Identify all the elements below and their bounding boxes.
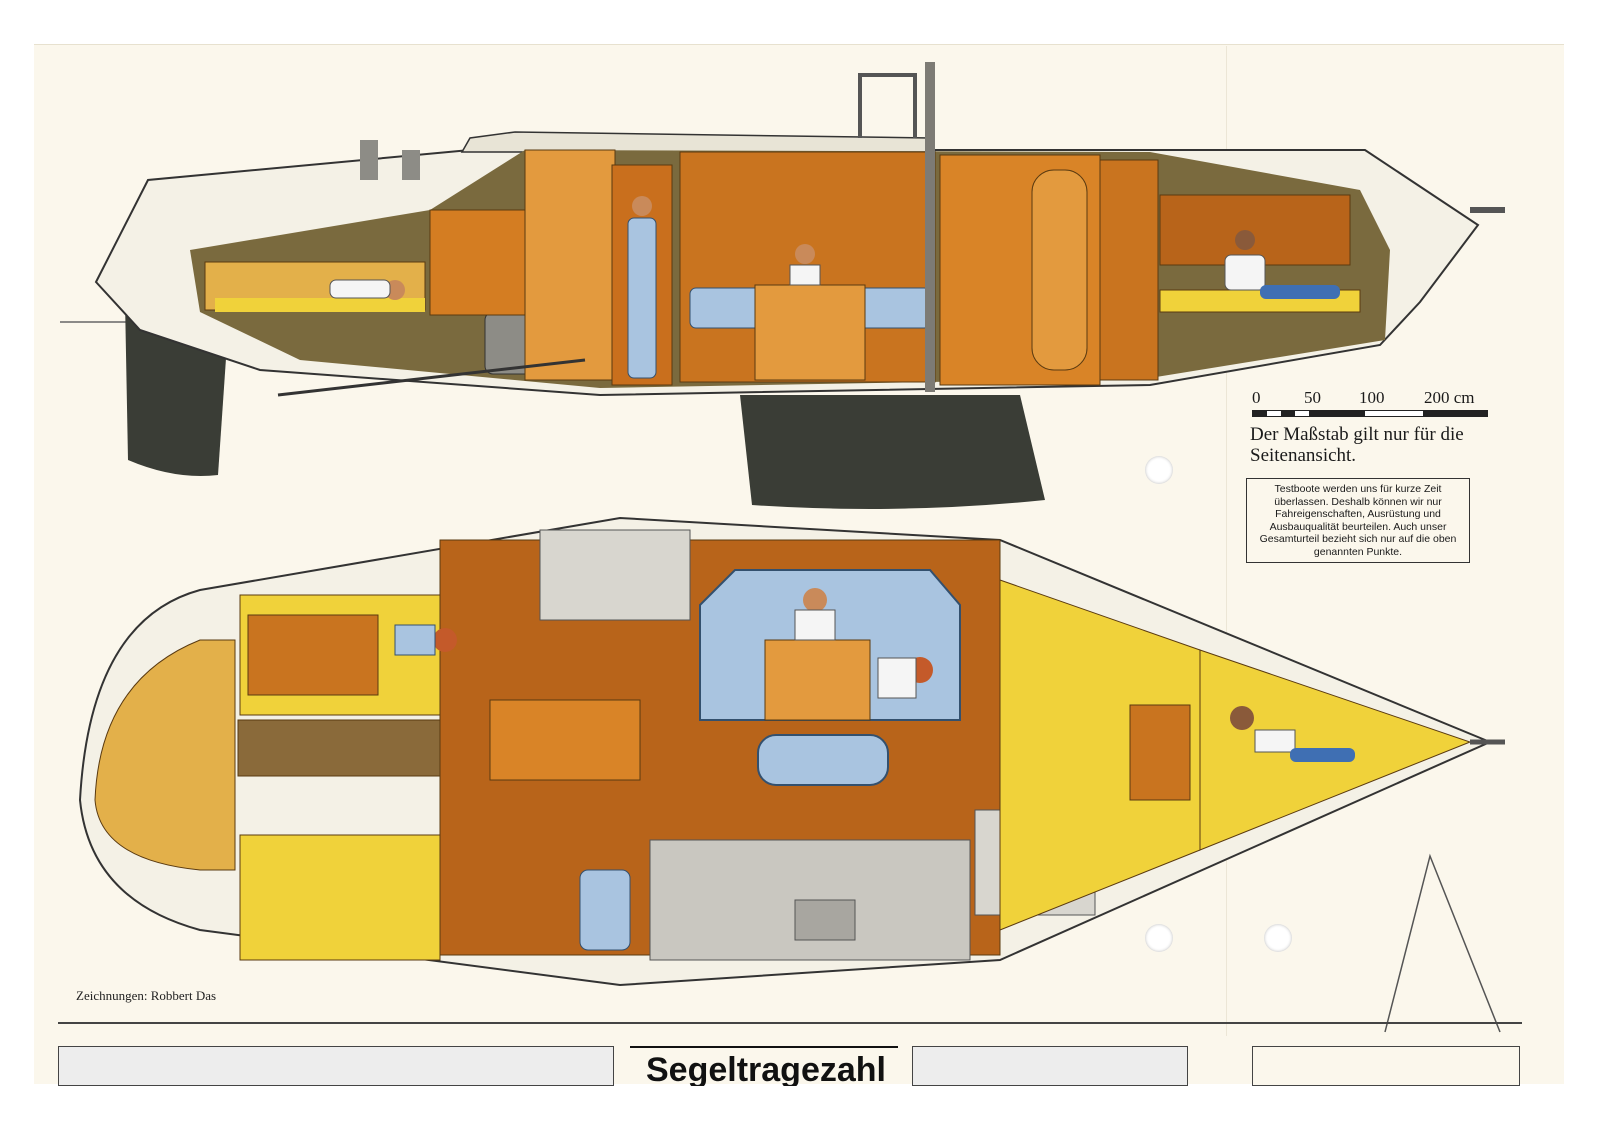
binder-hole <box>1145 456 1173 484</box>
bottom-rule <box>58 1022 1522 1024</box>
scale-tick-50: 50 <box>1304 388 1321 407</box>
seated-person <box>789 244 821 286</box>
bottom-heading: Segeltragezahl <box>630 1046 898 1086</box>
winch <box>360 140 378 180</box>
saloon-table <box>764 639 871 721</box>
sleeping-person-aft <box>329 279 405 300</box>
aft-cabin-starboard <box>239 834 441 961</box>
sleeping-person-aft-plan <box>394 624 457 656</box>
page-top-edge <box>34 44 1564 45</box>
forward-locker <box>1099 159 1159 381</box>
nav-seat <box>579 869 631 951</box>
reclining-person-forward <box>1224 230 1340 299</box>
binder-hole <box>1264 924 1292 952</box>
scale-tick-100: 100 <box>1359 388 1385 407</box>
scale-tick-labels: 0 50 100 200 cm <box>1252 388 1512 408</box>
plan-view-illustration <box>78 516 1505 987</box>
cockpit <box>94 639 236 871</box>
person-leaning-on-table <box>877 657 933 699</box>
companionway-steps <box>489 699 641 781</box>
companionway-panel <box>524 149 616 381</box>
mast <box>925 62 935 392</box>
aft-locker <box>429 209 526 316</box>
aft-bunk-cushion <box>215 298 425 312</box>
aft-berth <box>247 614 379 696</box>
galley-sink <box>794 899 856 941</box>
scale-tick-0: 0 <box>1252 388 1261 407</box>
scale-tick-200: 200 cm <box>1424 388 1475 407</box>
forward-cabin-sole <box>1129 704 1191 801</box>
head-door <box>1031 169 1088 371</box>
deckhouse <box>460 131 937 153</box>
aft-head <box>539 529 691 621</box>
person-forward-berth <box>1230 706 1355 762</box>
forward-cabin-wall <box>1159 194 1351 266</box>
scale-bar: 0 50 100 200 cm <box>1252 388 1512 417</box>
person-at-table <box>794 588 836 641</box>
saloon-table <box>754 284 866 381</box>
bottom-column-strip <box>1252 1046 1520 1086</box>
scale-ruler <box>1252 410 1488 417</box>
pushpit-rail <box>858 73 917 138</box>
propeller-shaft <box>277 358 586 397</box>
binder-hole <box>1145 924 1173 952</box>
bottom-column-strip <box>58 1046 614 1086</box>
winch <box>402 150 420 180</box>
standing-person <box>627 196 657 379</box>
sail-plan-fragment <box>1384 853 1501 1033</box>
scale-caption: Der Maßstab gilt nur für die Seitenansic… <box>1250 424 1464 466</box>
page-fold-line <box>1226 46 1227 1036</box>
side-view-illustration <box>60 62 1505 509</box>
keel <box>740 395 1045 509</box>
bottom-column-strip <box>912 1046 1188 1086</box>
saloon-bench <box>757 734 889 786</box>
drawing-credit: Zeichnungen: Robbert Das <box>76 988 217 1003</box>
test-boat-notice: Testboote werden uns für kurze Zeit über… <box>1246 478 1470 563</box>
